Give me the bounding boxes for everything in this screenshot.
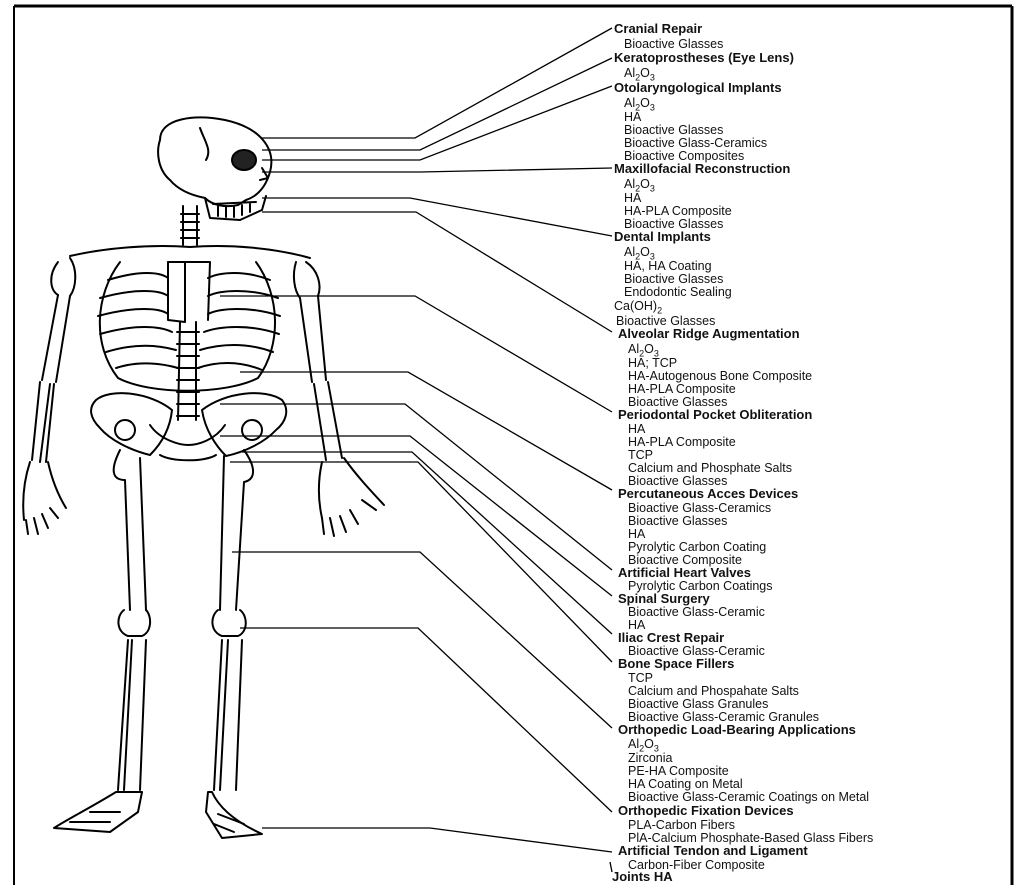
material-label: Zirconia bbox=[628, 751, 672, 765]
material-label: Bioactive Glass Granules bbox=[628, 697, 768, 711]
material-label: Bioactive Glasses bbox=[624, 123, 723, 137]
material-label: HA bbox=[624, 110, 641, 124]
material-label: HA bbox=[628, 527, 645, 541]
material-label: TCP bbox=[628, 448, 653, 462]
group-title-dental-implants: Dental Implants bbox=[614, 230, 711, 244]
material-label: PE-HA Composite bbox=[628, 764, 729, 778]
group-title-iliac-crest-repair: Iliac Crest Repair bbox=[618, 631, 724, 645]
material-label: HA-Autogenous Bone Composite bbox=[628, 369, 812, 383]
group-title-maxillofacial-reconstruction: Maxillofacial Reconstruction bbox=[614, 162, 790, 176]
group-title-cranial-repair: Cranial Repair bbox=[614, 22, 702, 36]
material-label: HA bbox=[624, 191, 641, 205]
group-title-alveolar-ridge-augmentation: Alveolar Ridge Augmentation bbox=[618, 327, 800, 341]
group-title-artificial-tendon-and-ligament: Artificial Tendon and Ligament bbox=[618, 844, 808, 858]
group-title-otolaryngological-implants: Otolaryngological Implants bbox=[614, 81, 782, 95]
material-label: Bioactive Glass-Ceramics bbox=[624, 136, 767, 150]
group-title-keratoprostheses: Keratoprostheses (Eye Lens) bbox=[614, 51, 794, 65]
material-label: Bioactive Glasses bbox=[624, 272, 723, 286]
material-label: PLA-Carbon Fibers bbox=[628, 818, 735, 832]
material-label: Pyrolytic Carbon Coating bbox=[628, 540, 766, 554]
group-title-artificial-heart-valves: Artificial Heart Valves bbox=[618, 566, 751, 580]
material-label: HA bbox=[628, 422, 645, 436]
material-label: HA; TCP bbox=[628, 356, 677, 370]
group-title-periodontal-pocket-obliteration: Periodontal Pocket Obliteration bbox=[618, 408, 812, 422]
material-label: Calcium and Phospahate Salts bbox=[628, 684, 799, 698]
group-title-percutaneous-acces-devices: Percutaneous Acces Devices bbox=[618, 487, 798, 501]
material-label: Endodontic Sealing bbox=[624, 285, 732, 299]
group-title-spinal-surgery: Spinal Surgery bbox=[618, 592, 710, 606]
group-title-bone-space-fillers: Bone Space Fillers bbox=[618, 657, 734, 671]
material-label: HA Coating on Metal bbox=[628, 777, 743, 791]
material-label: Bioactive Glasses bbox=[628, 514, 727, 528]
group-title-joints: Joints HA bbox=[612, 870, 673, 884]
group-title-orthopedic-load-bearing: Orthopedic Load-Bearing Applications bbox=[618, 723, 856, 737]
material-label: Bioactive Glasses bbox=[624, 37, 723, 51]
material-label: HA-PLA Composite bbox=[628, 382, 736, 396]
material-label: Calcium and Phosphate Salts bbox=[628, 461, 792, 475]
material-label: Bioactive Glass-Ceramics bbox=[628, 501, 771, 515]
material-label: Bioactive Glass-Ceramic Coatings on Meta… bbox=[628, 790, 869, 804]
material-label: HA-PLA Composite bbox=[624, 204, 732, 218]
material-label: TCP bbox=[628, 671, 653, 685]
group-title-orthopedic-fixation-devices: Orthopedic Fixation Devices bbox=[618, 804, 794, 818]
material-label: HA-PLA Composite bbox=[628, 435, 736, 449]
material-label: HA, HA Coating bbox=[624, 259, 712, 273]
material-label: Bioactive Glass-Ceramic bbox=[628, 605, 765, 619]
